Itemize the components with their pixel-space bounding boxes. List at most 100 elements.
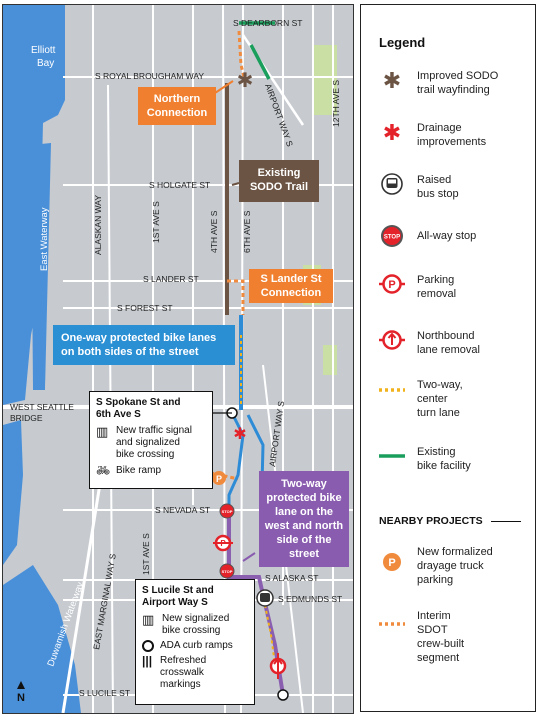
street-label: WEST SEATTLE [10,402,74,412]
center-turn-lane-icon [379,388,405,392]
spokane-info-box: S Spokane St and 6th Ave S ▥ New traffic… [89,391,213,489]
street-label: 4TH AVE S [209,210,219,253]
street-label: S DEARBORN ST [233,18,302,28]
svg-text:STOP: STOP [222,569,233,574]
crosswalk-icon: ||| [142,654,153,668]
infobox-text: crosswalk [160,667,204,678]
drayage-parking-icon [212,471,226,485]
red-asterisk-icon: ✱ [383,120,401,145]
infobox-text: and signalized [116,437,180,448]
street-label: S NEVADA ST [155,505,210,515]
street-label: BRIDGE [10,413,43,423]
callout-pointer [214,80,234,94]
traffic-signal-icon: ▥ [96,424,109,439]
curb-ramp-icon [142,640,154,652]
infobox-item: ▥ New traffic signal and signalized bike… [96,425,206,461]
street-label: S HOLGATE ST [149,180,210,190]
northern-connection-callout: Northern Connection [138,87,216,125]
callout-text: side of the [276,534,332,546]
north-arrow: N [17,681,25,704]
water-label: Elliott [31,45,56,56]
street-label: ALASKAN WAY [93,195,103,255]
two-way-lane-callout: Two-way protected bike lane on the west … [259,471,349,567]
infobox-text: bike crossing [116,449,175,460]
interim-segment-line [227,279,245,315]
infobox-title: S Lucile St and [142,585,214,596]
street-label: S LANDER ST [143,274,199,284]
callout-text: S Lander St [260,273,322,285]
callout-text: Northern [153,93,201,105]
legend-item-label: All-way stop [417,230,477,242]
bus-stop-icon [256,589,274,607]
infobox-text: bike crossing [162,625,221,636]
street-label: 6TH AVE S [242,210,252,253]
stop-sign-icon: STOP [219,563,235,579]
callout-pointer [231,182,240,186]
lane-removal-icon [379,330,405,350]
harbor-island-land [45,125,91,415]
lane-removal-icon [269,653,287,679]
street-label: S ALASKA ST [265,573,318,583]
traffic-signal-icon: ▥ [142,612,155,627]
street-label: 1ST AVE S [151,201,161,243]
nearby-divider [491,521,521,522]
interim-segment-line [237,30,247,82]
svg-text:STOP: STOP [222,509,233,514]
callout-text: Existing [257,167,301,179]
infobox-item: 🚲︎ Bike ramp [96,465,206,477]
callout-text: Two-way [281,478,327,490]
stop-sign-icon: STOP [381,225,403,247]
callout-text: protected bike [266,492,342,504]
stop-sign-icon: STOP [219,503,235,519]
street-label: 1ST AVE S [141,533,151,575]
street-label: S ROYAL BROUGHAM WAY [95,71,204,81]
infobox-text: markings [160,679,201,690]
bike-ramp-icon: 🚲︎ [96,465,110,477]
infobox-title: Airport Way S [142,597,208,608]
callout-text: lane on the [274,506,334,518]
street-label: S EDMUNDS ST [278,594,342,604]
infobox-text: New traffic signal [116,425,192,436]
infobox-item: ||| Refreshed crosswalk markings [142,655,248,691]
svg-text:✱: ✱ [383,68,401,93]
callout-text: on both sides of the street [61,346,199,358]
drayage-parking-icon: P [383,553,401,571]
existing-bike-facility-icon [379,454,405,458]
nearby-projects-title: NEARBY PROJECTS [379,515,483,527]
lucile-intersection-marker [277,689,289,701]
wayfinding-asterisk-icon: ✱ [237,70,254,92]
parking-removal-icon: P [213,534,233,552]
legend-title: Legend [379,35,426,50]
duwamish-water [3,565,81,713]
callout-pointer [242,552,256,562]
drainage-asterisk-icon: ✱ [233,426,246,443]
west-waterway-water [3,420,23,565]
lander-connection-callout: S Lander St Connection [249,269,333,303]
infobox-text: Refreshed [160,655,207,666]
bus-stop-icon [381,173,403,195]
callout-text: SODO Trail [249,181,309,193]
svg-text:N: N [17,692,25,704]
infobox-title: S Spokane St and [96,397,181,408]
callout-text: One-way protected bike lanes [61,332,217,344]
existing-sodo-trail-callout: Existing SODO Trail [239,160,319,202]
project-map: ✱ ✱ P STOP STOP P [2,4,354,714]
infobox-title: 6th Ave S [96,409,141,420]
callout-text: street [289,548,319,560]
svg-text:STOP: STOP [384,235,400,241]
one-way-lanes-callout: One-way protected bike lanes on both sid… [53,325,235,365]
infobox-text: Bike ramp [116,465,162,476]
street-label: S LUCILE ST [79,688,130,698]
park-area [323,345,337,375]
callout-text: Connection [260,287,322,299]
callout-text: Connection [146,107,208,119]
infobox-text: New signalized [162,613,230,624]
street-label: 12TH AVE S [331,80,341,127]
